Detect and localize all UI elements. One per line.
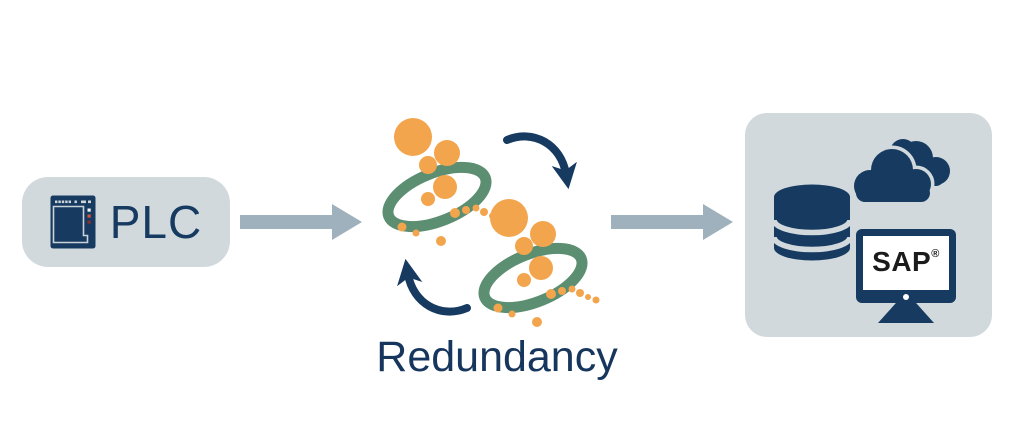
sap-label: SAP® bbox=[872, 246, 940, 277]
sap-monitor-icon: SAP® bbox=[856, 229, 956, 303]
led-white bbox=[87, 208, 91, 212]
monitor-power-dot bbox=[903, 294, 909, 300]
cycle-arrow-top-icon bbox=[503, 132, 577, 190]
redundancy-label: Redundancy bbox=[376, 333, 618, 381]
registered-mark: ® bbox=[931, 248, 940, 260]
plc-node: PLC bbox=[22, 177, 230, 267]
cycle-arrow-bottom-icon bbox=[397, 258, 471, 316]
led-red bbox=[87, 214, 91, 218]
plc-label: PLC bbox=[109, 196, 203, 248]
right-arrow-icon bbox=[240, 204, 362, 240]
cloud-front bbox=[854, 149, 931, 202]
led-dark-red bbox=[87, 220, 91, 224]
database-icon bbox=[771, 184, 853, 261]
sap-screen: SAP® bbox=[863, 236, 949, 290]
right-arrow-icon bbox=[611, 204, 733, 240]
data-stream-ring-1 bbox=[380, 118, 504, 246]
redundancy-cycle-icon bbox=[370, 108, 632, 340]
plc-device-icon bbox=[50, 195, 96, 249]
data-stream-ring-2 bbox=[476, 199, 600, 327]
cloud-icon bbox=[850, 139, 950, 206]
monitor-stand bbox=[878, 303, 934, 323]
